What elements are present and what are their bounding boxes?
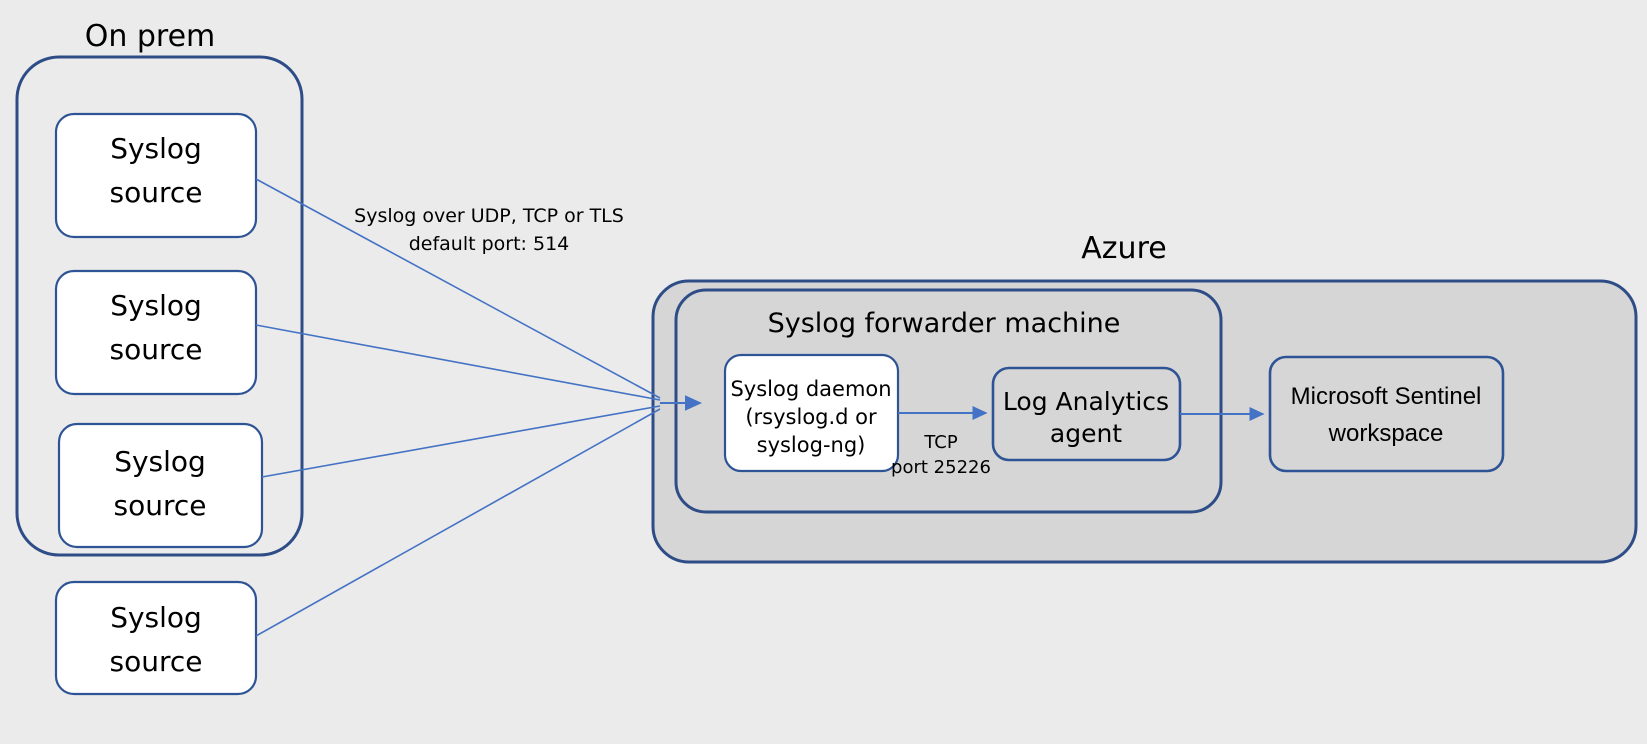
node-microsoft-sentinel-workspace[interactable]: Microsoft Sentinel workspace bbox=[1268, 355, 1505, 473]
edge-source1-to-forwarder bbox=[255, 178, 661, 399]
syslog-source-2-label-line1: Syslog bbox=[110, 289, 202, 322]
log-analytics-agent-label-line2: agent bbox=[1050, 419, 1122, 448]
edge-sources-label-line1: Syslog over UDP, TCP or TLS bbox=[354, 205, 624, 227]
syslog-source-3-label-line1: Syslog bbox=[114, 445, 206, 478]
azure-zone-title: Azure bbox=[1081, 231, 1166, 266]
syslog-source-4-label-line2: source bbox=[110, 645, 203, 678]
node-log-analytics-agent[interactable]: Log Analytics agent bbox=[991, 366, 1182, 462]
edge-source3-to-forwarder bbox=[261, 405, 661, 478]
onprem-zone-boundary bbox=[15, 55, 304, 557]
node-syslog-source-2[interactable]: Syslog source bbox=[54, 269, 258, 396]
syslog-source-3-label-line2: source bbox=[114, 489, 207, 522]
syslog-source-2-box[interactable] bbox=[54, 269, 258, 396]
node-syslog-source-4[interactable]: Syslog source bbox=[54, 580, 258, 696]
edge-source2-to-forwarder bbox=[255, 324, 661, 401]
syslog-source-1-box[interactable] bbox=[54, 112, 258, 239]
edge-daemon-to-agent-label-line1: TCP bbox=[923, 432, 958, 453]
edge-daemon-to-agent-label-line2: port 25226 bbox=[891, 457, 991, 478]
syslog-source-1-label-line2: source bbox=[110, 176, 203, 209]
microsoft-sentinel-workspace-label-line2: workspace bbox=[1328, 420, 1444, 447]
node-syslog-source-3[interactable]: Syslog source bbox=[57, 422, 264, 549]
syslog-source-4-label-line1: Syslog bbox=[110, 601, 202, 634]
edge-sources-to-forwarder bbox=[255, 178, 703, 637]
edge-sources-label-line2: default port: 514 bbox=[409, 233, 570, 255]
syslog-source-3-box[interactable] bbox=[57, 422, 264, 549]
node-syslog-daemon[interactable]: Syslog daemon (rsyslog.d or syslog-ng) bbox=[723, 353, 900, 473]
microsoft-sentinel-workspace-label-line1: Microsoft Sentinel bbox=[1291, 383, 1482, 410]
forwarder-machine-title: Syslog forwarder machine bbox=[768, 308, 1121, 339]
onprem-zone-title: On prem bbox=[85, 19, 216, 54]
syslog-source-1-label-line1: Syslog bbox=[110, 132, 202, 165]
microsoft-sentinel-workspace-box[interactable] bbox=[1268, 355, 1505, 473]
node-syslog-source-1[interactable]: Syslog source bbox=[54, 112, 258, 239]
syslog-source-4-box[interactable] bbox=[54, 580, 258, 696]
syslog-daemon-label-line3: syslog-ng) bbox=[757, 433, 866, 457]
syslog-daemon-label-line1: Syslog daemon bbox=[730, 377, 891, 401]
syslog-source-2-label-line2: source bbox=[110, 333, 203, 366]
syslog-daemon-label-line2: (rsyslog.d or bbox=[745, 405, 877, 429]
log-analytics-agent-label-line1: Log Analytics bbox=[1003, 387, 1169, 416]
edge-source4-to-forwarder bbox=[255, 408, 661, 637]
